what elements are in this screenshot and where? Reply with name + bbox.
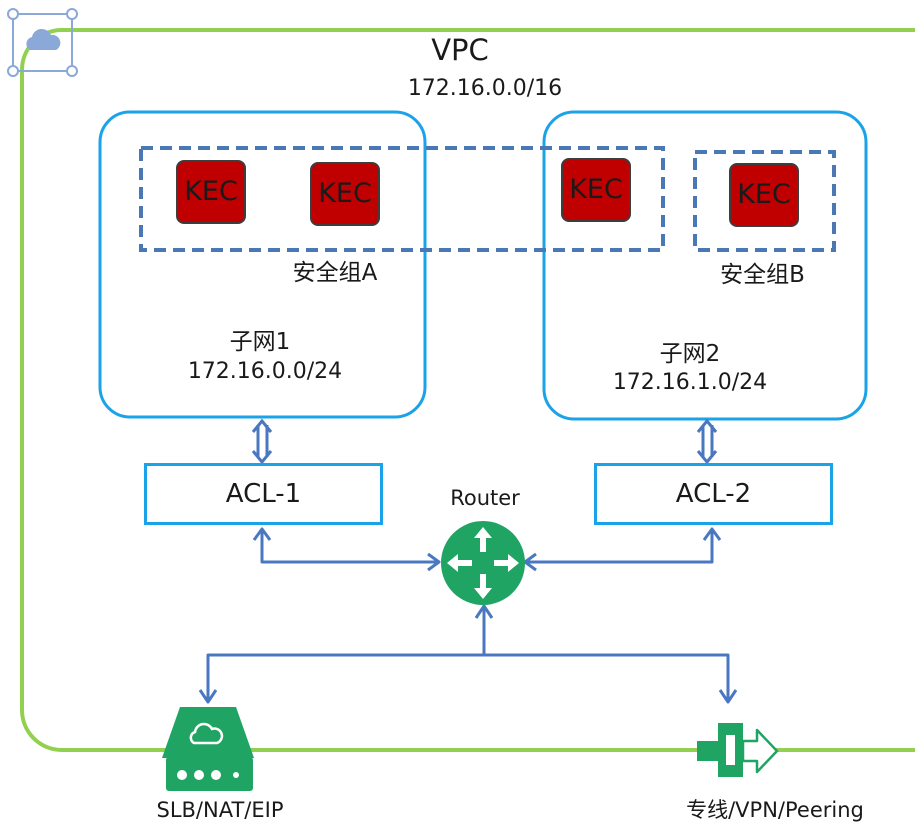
acl-1-router-link [252,527,441,572]
load-balancer-icon [162,707,254,791]
vpc-boundary [20,28,915,752]
dedicated-line-vpn-peering-label: 专线/VPN/Peering [686,798,864,822]
kec-instance[interactable]: KEC [176,160,246,224]
subnet-2-acl-link [696,418,718,465]
vpc-title: VPC [431,33,489,67]
kec-instance[interactable]: KEC [310,162,380,226]
cloud-icon [7,8,78,77]
security-group-b-label: 安全组B [720,262,805,288]
acl-1-box[interactable]: ACL-1 [144,463,383,525]
router-gateway-links [198,604,738,704]
subnet-1-box [98,110,427,419]
subnet-1-acl-link [251,418,273,465]
subnet-1-cidr: 172.16.0.0/24 [187,359,343,384]
acl-2-router-link [523,527,722,572]
slb-nat-eip-label: SLB/NAT/EIP [156,798,284,822]
router-icon [441,521,525,605]
security-group-a-box [139,146,665,252]
subnet-2-cidr: 172.16.1.0/24 [612,370,768,395]
router-label: Router [450,486,520,510]
subnet-1-name: 子网1 [229,329,291,355]
gateway-arrow-icon [697,723,779,777]
acl-2-box[interactable]: ACL-2 [594,463,833,525]
security-group-a-label: 安全组A [292,260,378,286]
kec-instance[interactable]: KEC [729,163,799,227]
subnet-2-name: 子网2 [659,341,721,367]
security-group-b-box [693,150,836,252]
subnet-2-box [542,110,868,421]
kec-instance[interactable]: KEC [561,158,631,222]
vpc-cidr: 172.16.0.0/16 [407,76,563,101]
